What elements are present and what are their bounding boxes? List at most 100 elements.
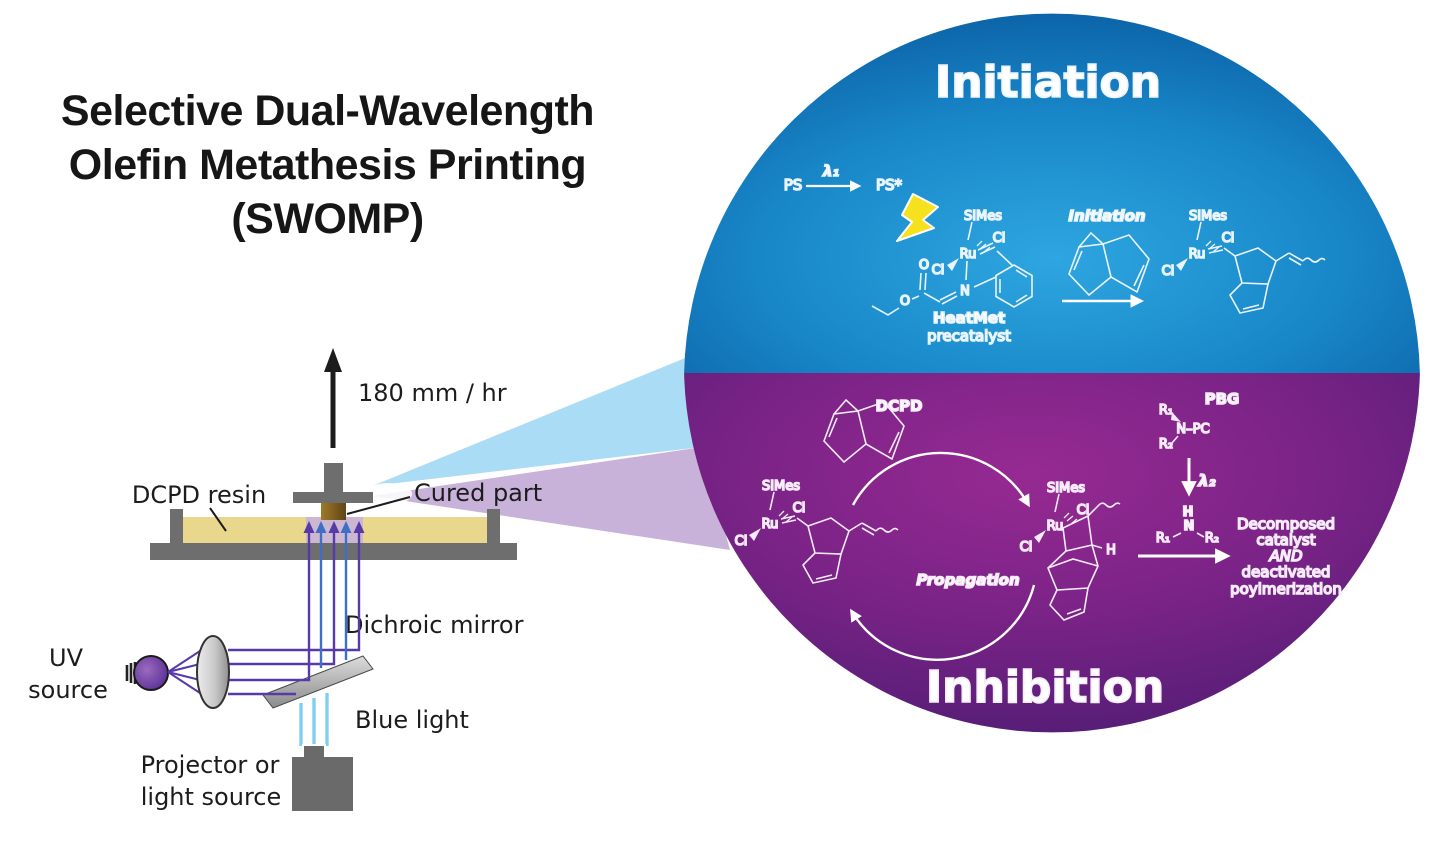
arrowhead-uv — [353, 521, 365, 533]
title-line-1: Selective Dual-Wavelength — [60, 87, 595, 135]
benzene-double-bonds — [999, 269, 1028, 303]
beam-lavender — [372, 447, 730, 550]
r2-label: R₂ — [1159, 437, 1173, 452]
vat-wall-left — [170, 509, 183, 543]
npc-label: N–PC — [1176, 422, 1209, 437]
heatmet-structure: SIMes Cl Cl Ru N O O HeatMet precatal — [871, 208, 1033, 346]
result-line-5: poylmerization — [1230, 580, 1342, 598]
simes-label: SIMes — [1189, 209, 1227, 224]
initiation-scheme: Initiation PS λ₁ PS* SIMes Cl Cl Ru N — [783, 56, 1326, 346]
lens — [196, 635, 230, 709]
uv-label-2: source — [28, 676, 108, 704]
dcpd-label: DCPD — [876, 397, 923, 415]
inhibition-half — [684, 373, 1420, 733]
ru-label: Ru — [762, 517, 779, 532]
bulb-fan-rays — [167, 650, 201, 694]
ru-benzylidene-bond — [977, 242, 996, 255]
r1-wedge — [1171, 412, 1181, 422]
amine-n-label: N — [1184, 519, 1195, 534]
ru-label: Ru — [960, 247, 977, 262]
projector-box — [292, 757, 353, 811]
amine-h-label: H — [1183, 505, 1194, 520]
ethyl-chain — [871, 305, 900, 316]
arrowhead-uv — [328, 521, 340, 533]
pbg-label: PBG — [1205, 390, 1240, 408]
r1-label: R₁ — [1159, 403, 1173, 418]
initiated-catalyst-structure: SIMes Cl Cl Ru — [1161, 208, 1326, 314]
imine-carbonyl-bond — [923, 292, 941, 303]
printer-schematic: 180 mm / hr DCPD resin Cured part Dichro… — [28, 348, 542, 811]
cured-part-pointer-line — [346, 496, 411, 515]
imine-double-bond — [939, 291, 958, 305]
vat-wall-right — [487, 509, 500, 543]
cyclopentene-ring — [1049, 587, 1089, 621]
projector-assembly: Blue light Projector or light source — [141, 693, 469, 811]
projector-label-1: Projector or — [141, 751, 280, 779]
h-label: H — [1106, 543, 1116, 558]
ps-star-label: PS* — [876, 176, 903, 194]
benzene-ring — [995, 264, 1033, 308]
blue-light-beams — [299, 693, 329, 746]
uv-ray-3 — [228, 530, 311, 682]
propagation-label: Propagation — [916, 571, 1019, 589]
uv-rays — [228, 530, 361, 696]
polymer-squiggle — [1097, 502, 1121, 508]
result-line-2: catalyst — [1256, 531, 1315, 549]
simes-label: SIMes — [762, 479, 800, 494]
cl-label: Cl — [993, 231, 1006, 246]
decomposition-result-text: Decomposed catalyst AND deactivated poyl… — [1229, 514, 1342, 599]
h-bond — [1091, 544, 1103, 549]
inhibition-scheme: Inhibition DCPD Propagation SIMes Cl Cl … — [734, 389, 1343, 714]
ru-label: Ru — [1047, 519, 1064, 534]
cl-label: Cl — [1162, 264, 1175, 279]
arrowhead-blue — [340, 521, 352, 533]
resin-label: DCPD resin — [132, 481, 266, 509]
propagation-arc-bottom — [850, 584, 1036, 661]
title-line-3: (SWOMP) — [231, 195, 424, 243]
figure-title: Selective Dual-Wavelength Olefin Metathe… — [5, 84, 650, 246]
uv-ray-2 — [228, 530, 336, 666]
initiation-title: Initiation — [935, 57, 1161, 108]
cage-bridge — [1047, 558, 1099, 569]
resin-pointer-line — [209, 507, 227, 532]
cl-label: Cl — [1020, 540, 1033, 555]
mirror-label: Dichroic mirror — [345, 611, 524, 639]
precatalyst-label: precatalyst — [927, 327, 1011, 345]
norbornane-cage — [1047, 544, 1099, 591]
result-line-3: AND — [1268, 547, 1302, 565]
o-ester-label: O — [900, 294, 910, 309]
propagation-arc-top — [851, 451, 1030, 508]
uv-ray-1 — [228, 530, 361, 652]
ru-label: Ru — [1189, 247, 1206, 262]
initiation-half — [684, 13, 1420, 373]
cured-part — [321, 503, 346, 520]
speed-label: 180 mm / hr — [358, 379, 507, 407]
beam-cyan — [372, 352, 702, 486]
cl-label: Cl — [932, 263, 945, 278]
chain-bond — [1087, 505, 1099, 517]
cl-label: Cl — [793, 501, 806, 516]
propagating-catalyst-structure: SIMes Cl Cl Ru — [734, 478, 899, 584]
inhibition-title: Inhibition — [926, 662, 1164, 713]
amine-r2-label: R₂ — [1205, 531, 1219, 546]
n-aryl-bond — [973, 276, 997, 288]
lightning-bolt-icon — [896, 193, 939, 242]
result-line-1: Decomposed — [1237, 515, 1335, 533]
cl-label: Cl — [1077, 503, 1090, 518]
blue-rays — [319, 530, 348, 668]
amine-r1-label: R₁ — [1156, 531, 1170, 546]
benzylidene-link — [996, 250, 1014, 267]
metallacyclobutane-structure: SIMes Cl Cl Ru H — [1019, 480, 1121, 621]
arrowhead-uv — [303, 521, 315, 533]
lambda1-label: λ₁ — [822, 162, 839, 180]
mechanism-circle — [684, 13, 1420, 733]
pbg-section: PBG R₁ N–PC R₂ λ₂ H N R₁ R₂ Decomposed c… — [1138, 389, 1343, 599]
o-label: O — [919, 258, 929, 273]
title-line-2: Olefin Metathesis Printing — [68, 141, 587, 189]
result-line-4: deactivated — [1242, 563, 1331, 581]
simes-label: SIMes — [1047, 481, 1085, 496]
cyclopentene-double-bond — [1066, 608, 1082, 615]
r2-bond — [1171, 435, 1179, 444]
